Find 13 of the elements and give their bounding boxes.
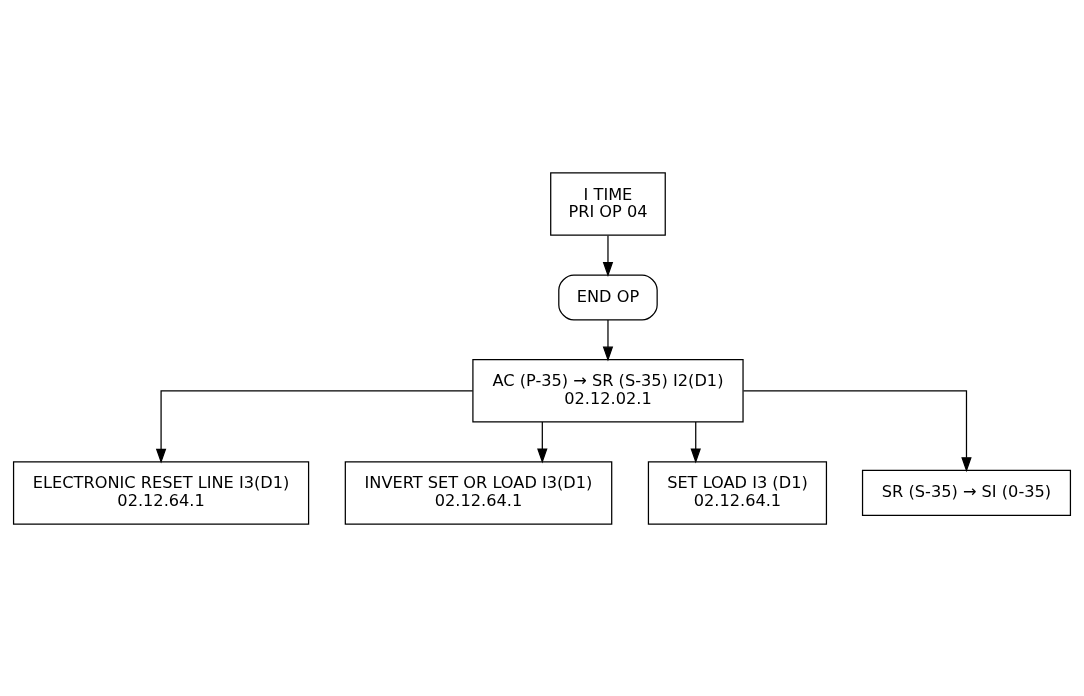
node-box: ELECTRONIC RESET LINE I3(D1) 02.12.64.1 (12, 460, 310, 525)
arrow (602, 234, 614, 277)
arrow (602, 318, 614, 361)
arrow (742, 389, 972, 472)
node-box: I TIME PRI OP 04 (550, 171, 666, 236)
node-box: SET LOAD I3 (D1) 02.12.64.1 (647, 460, 828, 525)
node-box: INVERT SET OR LOAD I3(D1) 02.12.64.1 (344, 460, 613, 525)
node-box: END OP (558, 273, 658, 320)
node-box: AC (P-35) → SR (S-35) I2(D1) 02.12.02.1 (472, 358, 744, 423)
node-box: SR (S-35) → SI (0-35) (861, 469, 1072, 516)
arrow (690, 420, 701, 463)
arrow (155, 389, 474, 464)
arrow (537, 420, 548, 463)
